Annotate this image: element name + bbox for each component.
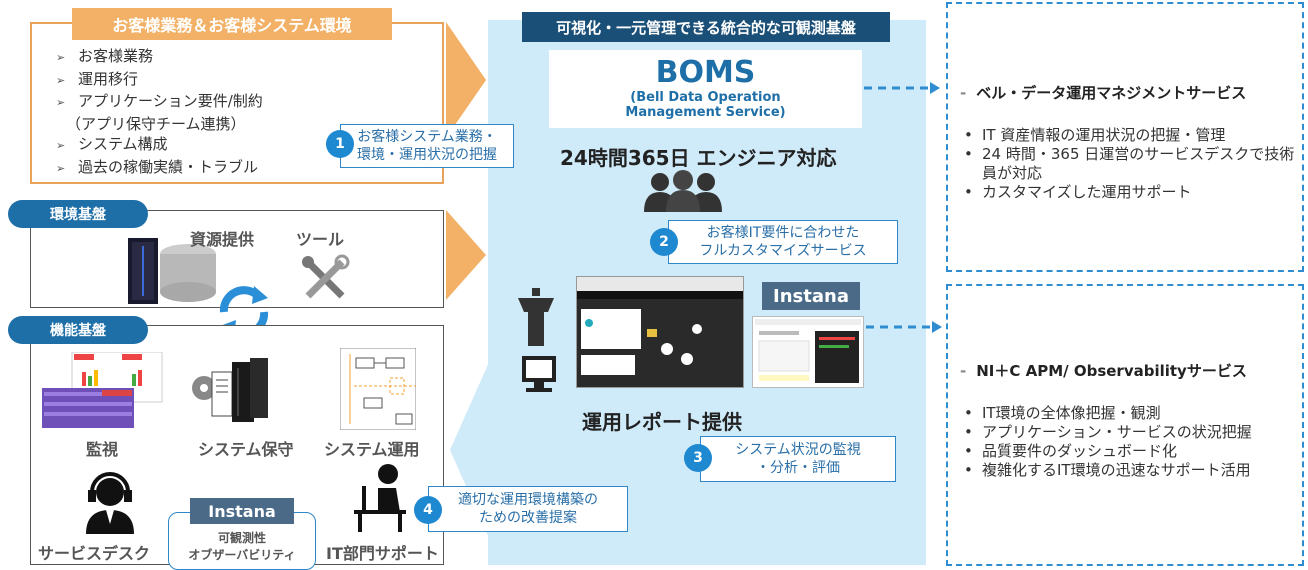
callout-4-number: 4 bbox=[414, 496, 442, 524]
list-item: アプリケーション・サービスの状況把握 bbox=[960, 423, 1304, 442]
boms-box: BOMS (Bell Data Operation Management Ser… bbox=[549, 50, 862, 128]
ops-label: システム運用 bbox=[324, 440, 420, 459]
orange-arrow-top bbox=[446, 22, 486, 138]
tools-icon bbox=[302, 254, 350, 299]
servicedesk-label: サービスデスク bbox=[38, 544, 151, 563]
instana-badge-small: Instana bbox=[190, 498, 294, 524]
topology-graphic bbox=[581, 309, 702, 375]
maintenance-icon bbox=[192, 358, 268, 422]
callout-2-number: 2 bbox=[650, 228, 678, 256]
customer-box: ➢お客様業務 ➢運用移行 ➢アプリケーション要件/制約 （アプリ保守チーム連携）… bbox=[30, 22, 444, 184]
center-title: 可視化・一元管理できる統合的な可観測基盤 bbox=[522, 12, 890, 42]
maintenance-label: システム保守 bbox=[198, 440, 294, 459]
orange-arrow-mid bbox=[446, 210, 486, 300]
server-icon bbox=[128, 238, 216, 304]
list-item: IT環境の全体像把握・観測 bbox=[960, 404, 1304, 423]
boms-name: BOMS bbox=[655, 55, 756, 90]
list-item: ➢お客様業務 bbox=[56, 47, 154, 65]
list-item: IT 資産情報の運用状況の把握・管理 bbox=[960, 126, 1300, 145]
tool-label: ツール bbox=[296, 230, 345, 249]
boms-sub1: (Bell Data Operation bbox=[630, 90, 781, 105]
callout-1: お客様システム業務・環境・運用状況の把握 bbox=[340, 124, 514, 168]
flowchart-icon bbox=[340, 348, 416, 430]
callout-1-number: 1 bbox=[326, 130, 354, 158]
service-1-list: IT 資産情報の運用状況の把握・管理 24 時間・365 日運営のサービスデスク… bbox=[960, 126, 1300, 202]
service-2-title: -NI＋C APM/ Observabilityサービス bbox=[960, 362, 1247, 380]
monitor-screens-icon bbox=[42, 352, 163, 428]
callout-3-number: 3 bbox=[684, 444, 712, 472]
list-item: 複雑化するIT環境の迅速なサポート活用 bbox=[960, 461, 1304, 480]
callout-3: システム状況の監視・分析・評価 bbox=[700, 436, 896, 482]
list-item: ➢システム構成 bbox=[56, 135, 168, 153]
list-item: 品質要件のダッシュボード化 bbox=[960, 442, 1304, 461]
dashboard-screenshot bbox=[576, 276, 744, 388]
service-1-title: -ベル・データ運用マネジメントサービス bbox=[960, 84, 1247, 102]
list-item: （アプリ保守チーム連携） bbox=[66, 114, 246, 133]
customer-list: ➢お客様業務 ➢運用移行 ➢アプリケーション要件/制約 （アプリ保守チーム連携）… bbox=[56, 46, 263, 179]
callout-2: お客様IT要件に合わせたフルカスタマイズサービス bbox=[668, 220, 898, 264]
service-2-list: IT環境の全体像把握・観測 アプリケーション・サービスの状況把握 品質要件のダッ… bbox=[960, 404, 1304, 480]
instana-screenshot bbox=[752, 316, 864, 388]
monitor-icon bbox=[522, 356, 556, 392]
report-text: 運用レポート提供 bbox=[582, 410, 742, 434]
it-support-label: IT部門サポート bbox=[326, 544, 439, 563]
desk-person-icon bbox=[354, 464, 406, 532]
list-item: ➢アプリケーション要件/制約 bbox=[56, 92, 263, 110]
env-title: 環境基盤 bbox=[8, 200, 148, 228]
instana-badge-large: Instana bbox=[762, 282, 860, 310]
list-item: カスタマイズした運用サポート bbox=[960, 183, 1300, 202]
headset-person-icon bbox=[86, 472, 134, 534]
control-tower-icon bbox=[518, 288, 554, 346]
observability-label: 可観測性 オブザーバビリティ bbox=[188, 531, 296, 562]
func-title: 機能基盤 bbox=[8, 316, 148, 344]
list-item: ➢運用移行 bbox=[56, 69, 139, 88]
engineer-text: 24時間365日 エンジニア対応 bbox=[560, 146, 837, 170]
team-icon bbox=[644, 170, 722, 212]
list-item: ➢過去の稼働実績・トラブル bbox=[56, 157, 259, 176]
boms-sub2: Management Service) bbox=[625, 105, 786, 120]
service-box-1: -ベル・データ運用マネジメントサービス IT 資産情報の運用状況の把握・管理 2… bbox=[946, 2, 1304, 272]
monitor-label: 監視 bbox=[86, 440, 119, 459]
list-item: 24 時間・365 日運営のサービスデスクで技術員が対応 bbox=[960, 145, 1300, 183]
service-box-2: -NI＋C APM/ Observabilityサービス IT環境の全体像把握・… bbox=[946, 284, 1304, 566]
resource-label: 資源提供 bbox=[190, 230, 255, 249]
customer-title: お客様業務＆お客様システム環境 bbox=[72, 8, 392, 40]
